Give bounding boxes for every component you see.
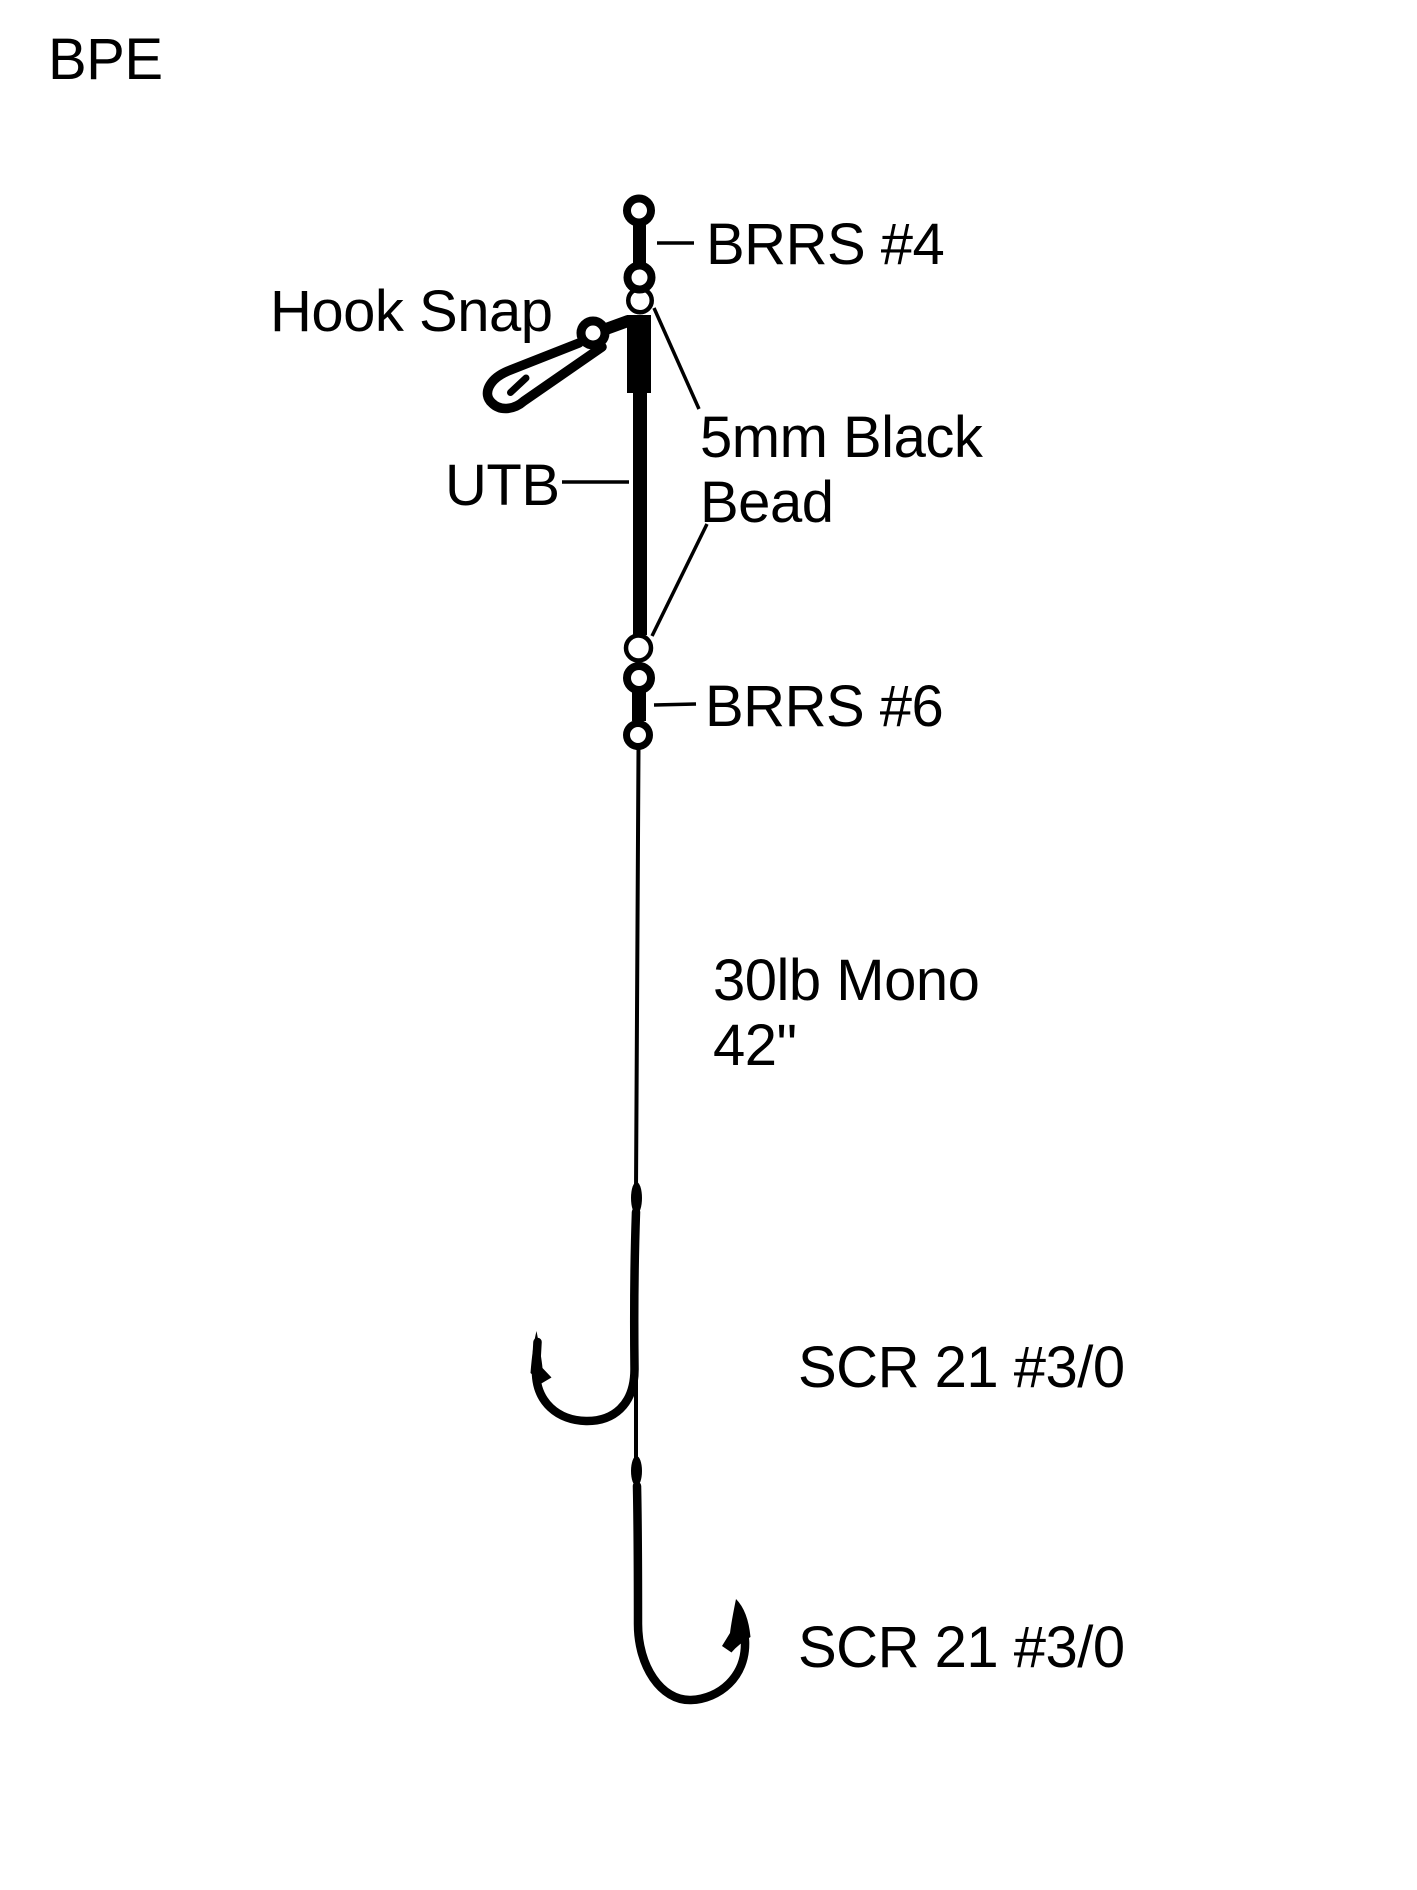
bead-label-line1: 5mm Black [700, 405, 983, 470]
bead-label: 5mm Black Bead [700, 405, 983, 535]
swivel-bottom-barrel [632, 690, 646, 721]
hook-top-label: SCR 21 #3/0 [798, 1335, 1125, 1400]
swivel-top-ring-upper [623, 194, 655, 227]
utb-boom-head [627, 315, 651, 393]
brrs4-label: BRRS #4 [706, 212, 945, 277]
bead-label-line2: Bead [700, 470, 834, 535]
swivel-top-ring-lower [623, 261, 656, 294]
leader-line-bead-lower [650, 523, 709, 637]
leader-line-brrs6 [653, 702, 697, 707]
utb-boom-stem [633, 393, 647, 635]
brrs6-label: BRRS #6 [705, 674, 944, 739]
bead-lower [623, 633, 654, 663]
mono-label: 30lb Mono 42" [713, 948, 980, 1078]
leader-line-bead-upper [652, 307, 701, 410]
snap-wire [482, 338, 607, 414]
swivel-bottom-ring-upper [623, 662, 655, 694]
snap-eye [576, 316, 610, 350]
hook-snap-label: Hook Snap [270, 279, 553, 344]
snap-link [600, 315, 634, 335]
mono-label-line2: 42" [713, 1013, 797, 1078]
hook-top-bend [531, 1207, 641, 1426]
hook-bottom-label: SCR 21 #3/0 [798, 1615, 1125, 1680]
hook-bottom-point [722, 1599, 751, 1653]
snap-catch [507, 374, 530, 396]
utb-label: UTB [445, 453, 560, 518]
hook-bottom-knot [631, 1456, 642, 1486]
hook-top-point [530, 1331, 552, 1384]
mono-label-line1: 30lb Mono [713, 948, 980, 1013]
hook-top-knot [631, 1182, 642, 1214]
hook-bottom-bend [632, 1481, 750, 1705]
swivel-bottom-ring-lower [623, 720, 653, 750]
diagram-title: BPE [48, 27, 163, 92]
swivel-top-barrel [633, 222, 646, 268]
